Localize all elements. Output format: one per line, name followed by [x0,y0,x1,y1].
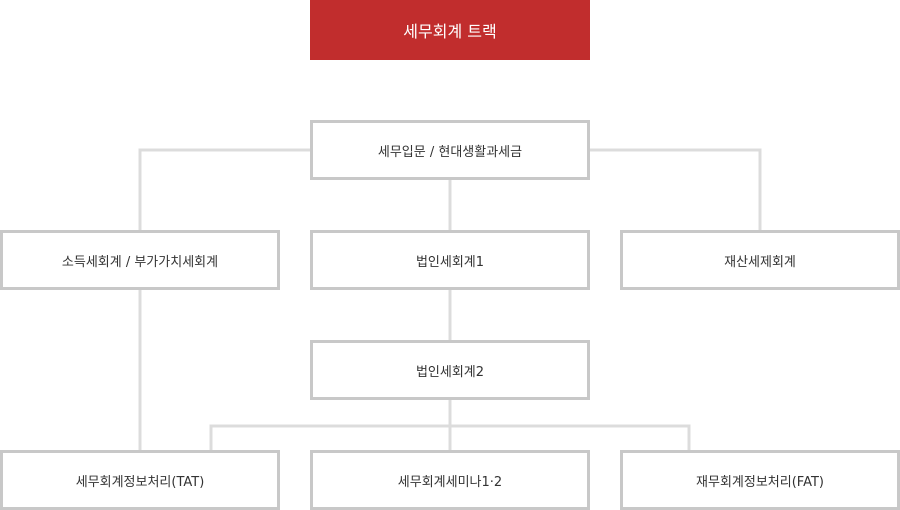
node-income-vat-accounting: 소득세회계 / 부가가치세회계 [0,230,280,290]
track-title: 세무회계 트랙 [310,0,590,60]
node-property-tax-accounting-label: 재산세제회계 [724,254,796,270]
node-corporate-tax-2-label: 법인세회계2 [415,364,485,380]
node-corporate-tax-2: 법인세회계2 [310,340,590,400]
node-income-vat-accounting-label: 소득세회계 / 부가가치세회계 [61,254,219,270]
node-corporate-tax-1-label: 법인세회계1 [415,254,485,270]
node-tax-intro: 세무입문 / 현대생활과세금 [310,120,590,180]
node-tat-label: 세무회계정보처리(TAT) [75,474,205,490]
node-tat: 세무회계정보처리(TAT) [0,450,280,510]
node-property-tax-accounting: 재산세제회계 [620,230,900,290]
node-fat-label: 재무회계정보처리(FAT) [696,474,824,490]
node-tax-seminar-label: 세무회계세미나1·2 [397,474,503,490]
node-tax-seminar: 세무회계세미나1·2 [310,450,590,510]
node-corporate-tax-1: 법인세회계1 [310,230,590,290]
track-title-label: 세무회계 트랙 [403,22,497,41]
node-tax-intro-label: 세무입문 / 현대생활과세금 [377,144,523,160]
node-fat: 재무회계정보처리(FAT) [620,450,900,510]
